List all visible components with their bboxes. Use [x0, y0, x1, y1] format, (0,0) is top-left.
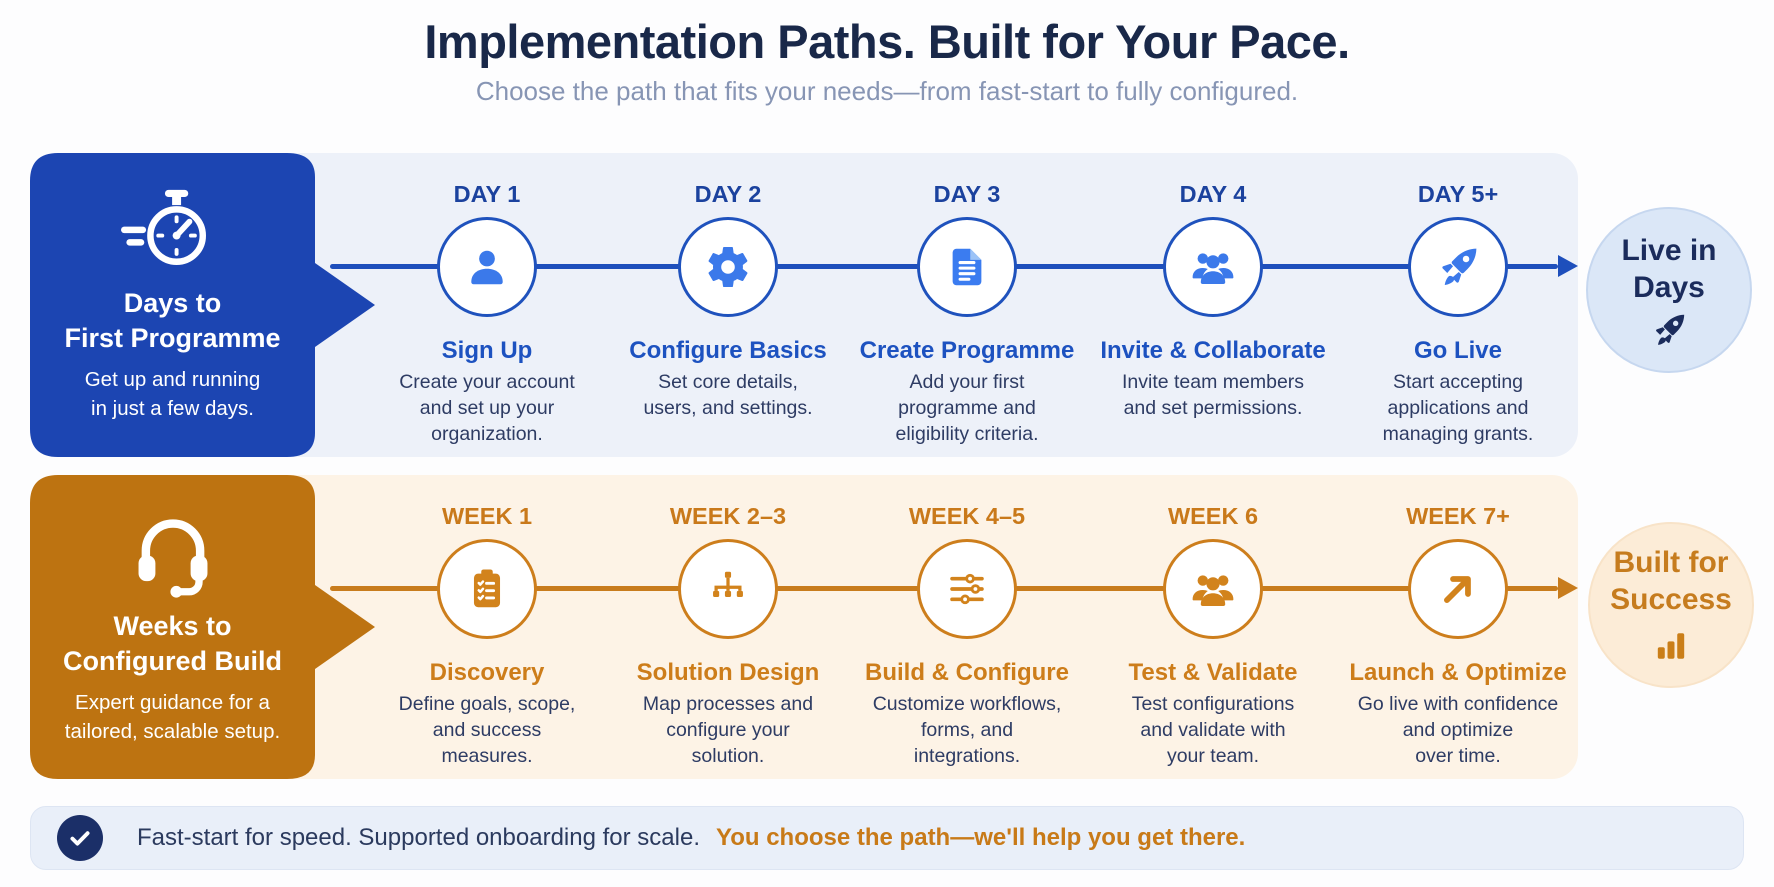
fast-start-panel: Days to First Programme Get up and runni…: [30, 153, 315, 457]
sliders-icon: [950, 573, 984, 605]
step-circle: [678, 217, 778, 317]
step-week-2-3: WEEK 2–3 Solution Design Map processes a…: [603, 475, 853, 779]
stopwatch-icon: [120, 189, 206, 265]
step-description: Create your account and set up your orga…: [399, 371, 575, 445]
step-label: WEEK 4–5: [908, 503, 1026, 529]
outcome-built-for-success: Built for Success: [1588, 522, 1754, 688]
outcome-text: Built for Success: [1610, 545, 1732, 616]
user-icon: [471, 250, 503, 285]
step-circle: [917, 217, 1017, 317]
step-day-2: DAY 2 Configure Basics Set core details,…: [603, 153, 853, 457]
step-description: Map processes and configure your solutio…: [642, 693, 814, 767]
step-circle: [1163, 539, 1263, 639]
step-label: WEEK 6: [1167, 503, 1259, 529]
step-label: DAY 5+: [1417, 181, 1499, 207]
configured-build-panel: Weeks to Configured Build Expert guidanc…: [30, 475, 315, 779]
step-title: Invite & Collaborate: [1100, 337, 1326, 364]
step-week-4-5: WEEK 4–5 Build & Co: [842, 475, 1092, 779]
step-description: Define goals, scope, and success measure…: [398, 693, 576, 767]
step-title: Create Programme: [859, 337, 1075, 364]
step-circle: [437, 217, 537, 317]
step-circle: [1408, 539, 1508, 639]
step-description: Go live with confidence and optimize ove…: [1357, 693, 1559, 767]
step-title: Sign Up: [441, 337, 533, 364]
step-label: DAY 2: [694, 181, 762, 207]
bar-chart-icon: [1649, 623, 1693, 667]
step-week-6: WEEK 6 Test & Validate Test configuratio…: [1088, 475, 1338, 779]
configured-build-row: Weeks to Configured Build Expert guidanc…: [30, 475, 1578, 779]
footer-banner: Fast-start for speed. Supported onboardi…: [30, 806, 1744, 870]
page-subtitle: Choose the path that fits your needs—fro…: [475, 76, 1299, 106]
step-description: Set core details, users, and settings.: [643, 371, 813, 419]
headset-icon: [138, 519, 207, 598]
step-circle: [1408, 217, 1508, 317]
step-day-5: DAY 5+ Go Live Start accepting applicati…: [1333, 153, 1583, 457]
team-icon: [1192, 253, 1234, 284]
step-circle: [917, 539, 1017, 639]
rocket-icon: [1442, 248, 1477, 286]
step-description: Invite team members and set permissions.: [1121, 371, 1305, 419]
step-title: Configure Basics: [629, 337, 827, 364]
step-description: Test configurations and validate with yo…: [1131, 693, 1295, 767]
configured-build-panel-title: Weeks to Configured Build: [63, 611, 282, 676]
team-icon: [1192, 575, 1234, 606]
gear-icon: [708, 247, 748, 288]
step-circle: [437, 539, 537, 639]
configured-build-panel-shape: [30, 475, 375, 779]
step-title: Test & Validate: [1128, 659, 1298, 686]
step-label: DAY 3: [933, 181, 1001, 207]
org-chart-icon: [713, 571, 743, 598]
outcome-text: Live in Days: [1621, 233, 1717, 304]
step-label: DAY 1: [453, 181, 521, 207]
fast-start-panel-title: Days to First Programme: [64, 288, 281, 353]
step-day-3: DAY 3 Create Programme Add your first pr…: [842, 153, 1092, 457]
step-description: Add your first programme and eligibility…: [895, 371, 1039, 445]
step-week-7: WEEK 7+ Launch & Optimize Go live with c…: [1333, 475, 1583, 779]
fast-start-panel-subtitle: Get up and running in just a few days.: [84, 368, 261, 420]
step-circle: [1163, 217, 1263, 317]
check-icon: [57, 815, 103, 861]
step-label: WEEK 7+: [1406, 503, 1510, 529]
rocket-icon: [1650, 311, 1688, 349]
step-title: Launch & Optimize: [1349, 659, 1567, 686]
fast-start-row: Days to First Programme Get up and runni…: [30, 153, 1578, 457]
arrow-up-right-icon: [1444, 576, 1471, 603]
step-title: Build & Configure: [865, 659, 1069, 686]
step-circle: [678, 539, 778, 639]
fast-start-panel-shape: [30, 153, 375, 457]
footer-text: Fast-start for speed. Supported onboardi…: [137, 824, 700, 851]
step-description: Start accepting applications and managin…: [1382, 371, 1534, 445]
step-title: Solution Design: [636, 659, 820, 686]
page-title: Implementation Paths. Built for Your Pac…: [424, 15, 1350, 68]
step-title: Discovery: [429, 659, 545, 686]
footer-highlight-text: You choose the path—we'll help you get t…: [715, 824, 1246, 851]
step-week-1: WEEK 1 Discovery Define go: [362, 475, 612, 779]
step-day-1: DAY 1 Sign Up Create your account and se…: [362, 153, 612, 457]
step-title: Go Live: [1413, 337, 1503, 364]
step-description: Customize workflows, forms, and integrat…: [872, 693, 1062, 767]
clipboard-icon: [473, 569, 501, 608]
outcome-live-in-days: Live in Days: [1586, 207, 1752, 373]
configured-build-panel-subtitle: Expert guidance for a tailored, scalable…: [64, 691, 281, 743]
step-label: WEEK 1: [441, 503, 533, 529]
step-label: WEEK 2–3: [669, 503, 787, 529]
step-label: DAY 4: [1179, 181, 1247, 207]
step-day-4: DAY 4 Invite & Collaborate Invite team m…: [1088, 153, 1338, 457]
document-icon: [952, 248, 982, 286]
